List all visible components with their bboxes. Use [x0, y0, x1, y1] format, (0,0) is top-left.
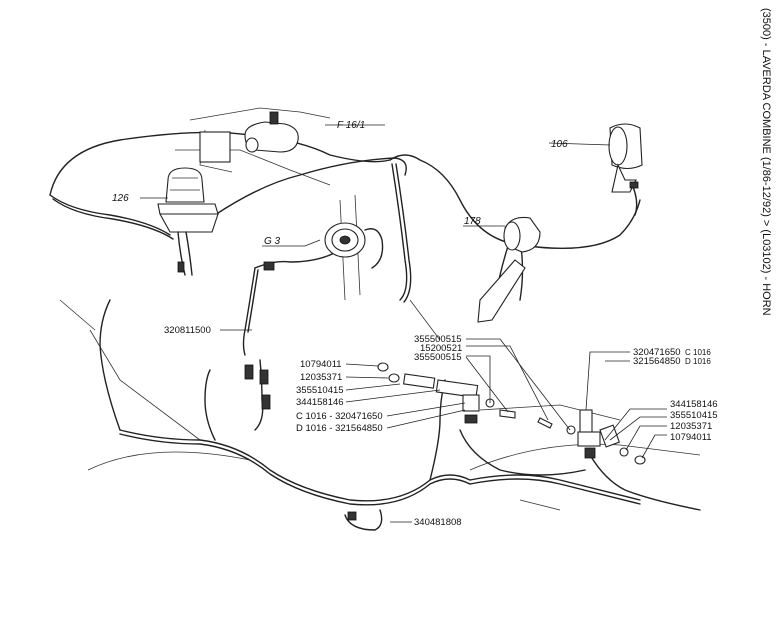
part-12035371-right: 12035371 — [670, 421, 712, 432]
part-320811500: 320811500 — [164, 325, 211, 336]
part-340481808: 340481808 — [414, 517, 462, 528]
part-15200521: 15200521 — [420, 343, 462, 354]
code-c1016-right: C 1016 — [685, 348, 711, 357]
leader-lines — [140, 124, 667, 523]
beacon-lamp-126 — [157, 167, 219, 276]
connector-parts — [244, 261, 646, 521]
part-d1016-321564850: D 1016 - 321564850 — [296, 423, 383, 434]
part-320471650-right: 320471650 — [633, 347, 681, 358]
buzzer-f16-1 — [199, 111, 299, 163]
code-d1016-right: D 1016 — [685, 357, 711, 366]
part-10794011-left: 10794011 — [300, 359, 342, 370]
horn-g3 — [324, 222, 384, 269]
part-12035371-left: 12035371 — [300, 372, 342, 383]
part-355510415-right: 355510415 — [670, 410, 718, 421]
part-355500515-b: 355500515 — [414, 352, 462, 363]
part-355500515-a: 355500515 — [414, 334, 462, 345]
page-side-title: (3500) - LAVERDA COMBINE (1/86-12/92) > … — [758, 8, 777, 428]
callout-106: 106 — [551, 139, 568, 150]
callout-f16-1: F 16/1 — [337, 120, 365, 131]
lamp-178 — [477, 216, 541, 323]
callout-g3: G 3 — [264, 236, 281, 247]
work-lamp-106 — [608, 123, 643, 193]
part-321564850-right: 321564850 — [633, 356, 681, 367]
part-labels: F 16/1 126 106 178 G 3 320811500 1079401… — [112, 120, 718, 528]
part-344158146-right: 344158146 — [670, 399, 718, 410]
part-355510415-left: 355510415 — [296, 385, 344, 396]
part-10794011-right: 10794011 — [670, 432, 712, 443]
part-c1016-320471650: C 1016 - 320471650 — [296, 411, 383, 422]
wiring-harness — [49, 131, 701, 531]
machine-outline — [59, 107, 701, 511]
callout-178: 178 — [464, 216, 481, 227]
callout-126: 126 — [112, 193, 129, 204]
side-title-text: (3500) - LAVERDA COMBINE (1/86-12/92) > … — [760, 8, 772, 316]
part-344158146-left: 344158146 — [296, 397, 344, 408]
